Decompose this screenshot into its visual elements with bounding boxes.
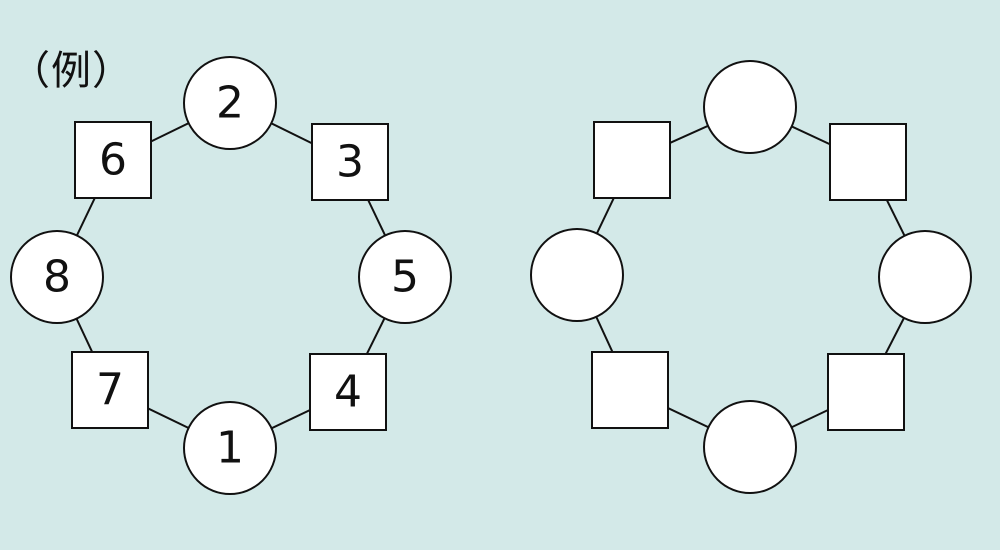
blank-bottom-left-square[interactable]	[591, 351, 669, 429]
blank-bottom-right-square[interactable]	[827, 353, 905, 431]
blank-diagram	[530, 60, 972, 494]
example-top-right-square-number: 3	[336, 137, 364, 188]
example-bottom-left-square-node: 7	[71, 351, 149, 429]
blank-top-circle[interactable]	[703, 60, 797, 154]
example-top-circle-node: 2	[183, 56, 277, 150]
example-left-circle-number: 8	[43, 252, 71, 303]
example-left-circle-node: 8	[10, 230, 104, 324]
blank-top-right-square[interactable]	[829, 123, 907, 201]
example-bottom-circle-number: 1	[216, 423, 244, 474]
example-right-circle-node: 5	[358, 230, 452, 324]
example-right-circle-number: 5	[391, 252, 419, 303]
example-bottom-right-square-node: 4	[309, 353, 387, 431]
example-label: （例）	[10, 48, 133, 94]
blank-top-left-square[interactable]	[593, 121, 671, 199]
example-diagram: 2 3 5 4 1 7 8 6	[10, 56, 452, 495]
example-top-right-square-node: 3	[311, 123, 389, 201]
example-top-left-square-node: 6	[74, 121, 152, 199]
blank-left-circle[interactable]	[530, 228, 624, 322]
example-bottom-circle-node: 1	[183, 401, 277, 495]
example-bottom-right-square-number: 4	[334, 367, 362, 418]
example-top-circle-number: 2	[216, 78, 244, 129]
blank-bottom-circle[interactable]	[703, 400, 797, 494]
example-bottom-left-square-number: 7	[96, 365, 124, 416]
example-top-left-square-number: 6	[99, 135, 127, 186]
blank-right-circle[interactable]	[878, 230, 972, 324]
